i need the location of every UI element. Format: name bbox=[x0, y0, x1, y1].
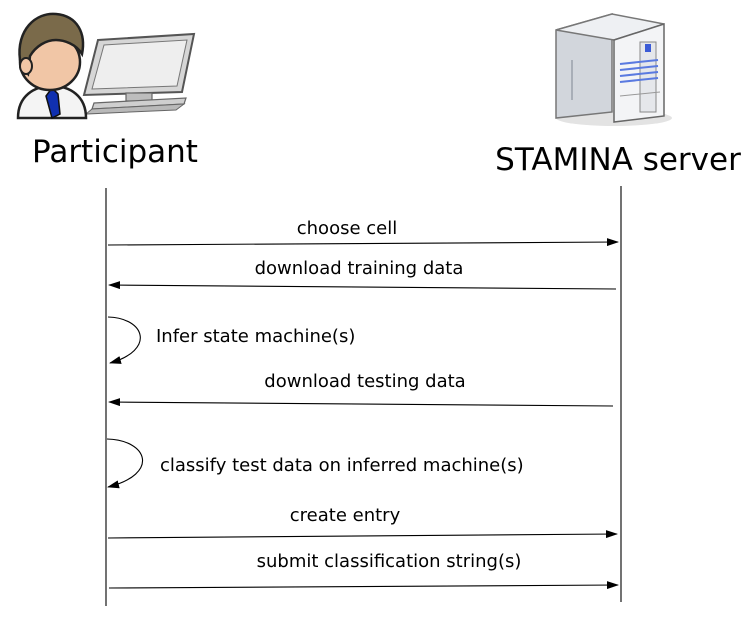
message-arrow bbox=[108, 281, 617, 290]
participant-label: Participant bbox=[32, 134, 198, 170]
self-message-arrow bbox=[106, 438, 143, 489]
message-label: Infer state machine(s) bbox=[156, 326, 355, 347]
message-arrow bbox=[107, 530, 618, 539]
message-label: download testing data bbox=[264, 371, 465, 392]
message-label: submit classification string(s) bbox=[257, 551, 522, 572]
monitor-icon bbox=[82, 32, 196, 115]
server-tower-icon bbox=[555, 13, 672, 126]
message-label: choose cell bbox=[297, 218, 397, 239]
self-message-arrow bbox=[107, 316, 141, 364]
person-icon bbox=[16, 12, 88, 120]
message-label: download training data bbox=[255, 258, 464, 279]
message-label: create entry bbox=[290, 505, 401, 526]
message-label: classify test data on inferred machine(s… bbox=[160, 455, 524, 476]
person-at-computer-icon bbox=[16, 12, 196, 120]
message-arrow bbox=[108, 398, 614, 407]
message-arrow bbox=[107, 238, 619, 247]
message-arrow bbox=[108, 581, 619, 590]
server-label: STAMINA server bbox=[495, 142, 741, 178]
